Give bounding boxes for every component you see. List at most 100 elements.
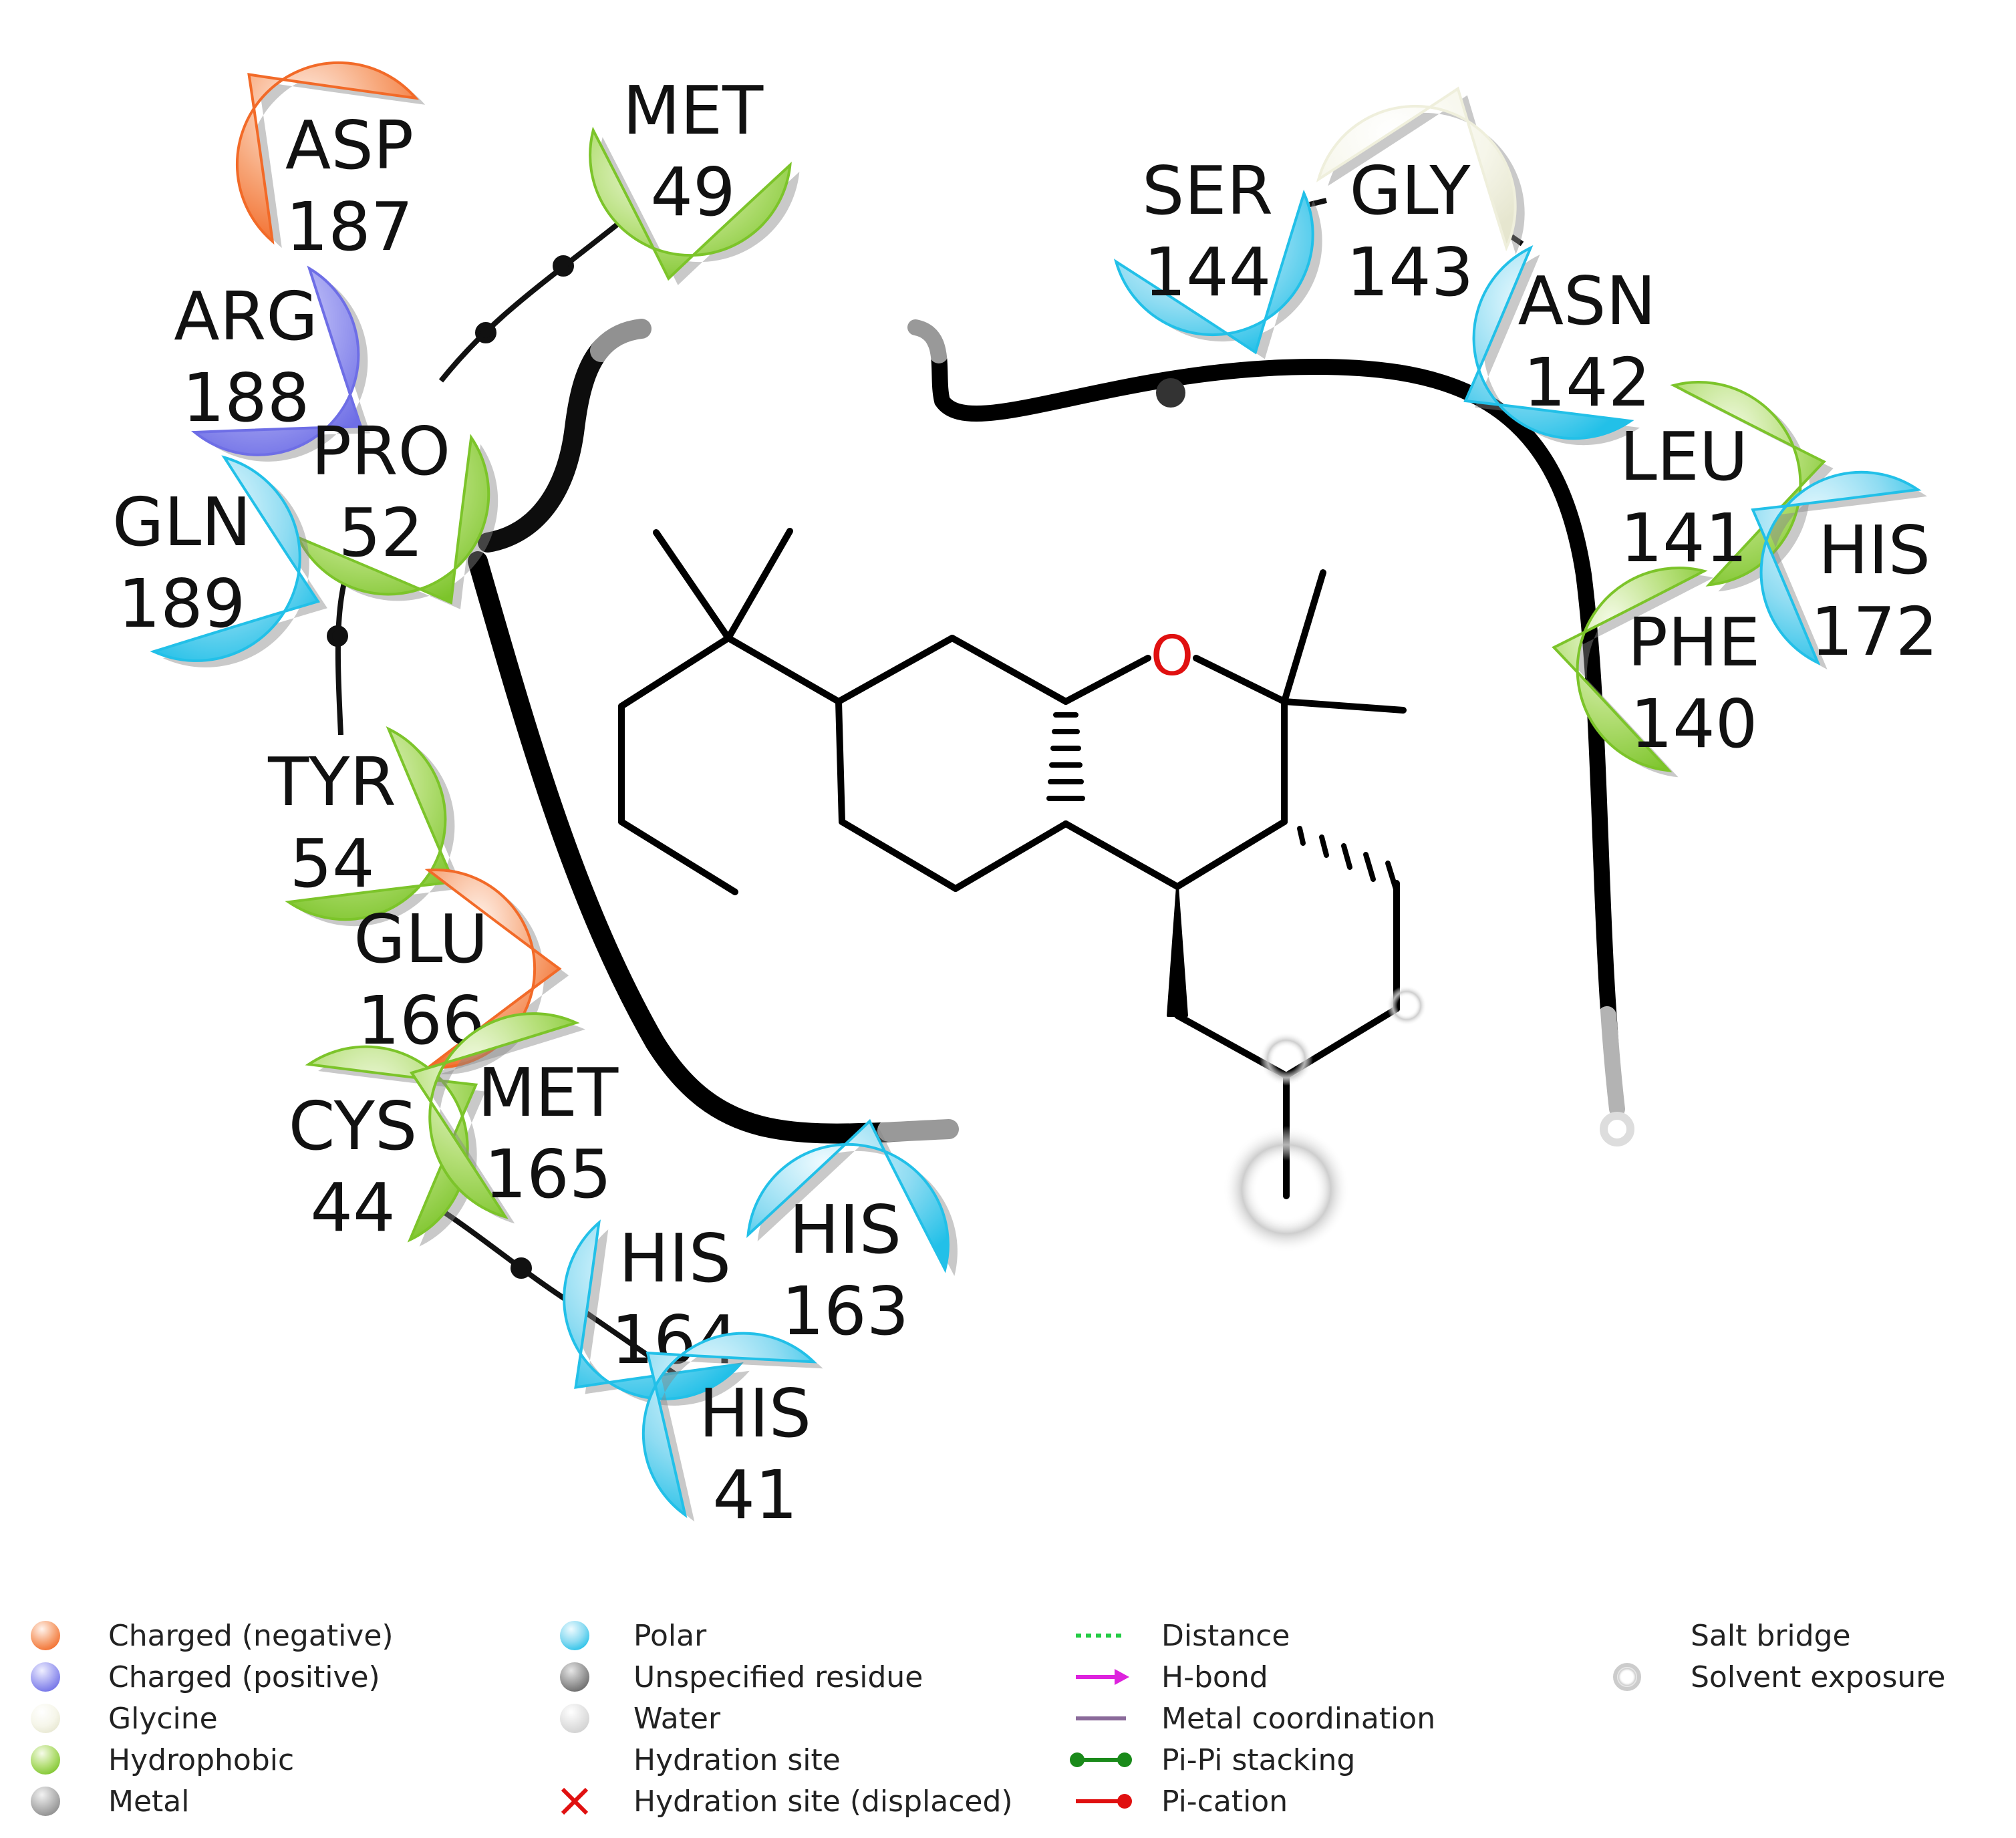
pocket-ribbon-right-fade-top bbox=[906, 318, 948, 363]
legend-label: Hydrophobic bbox=[108, 1743, 294, 1777]
residue-name: ARG bbox=[174, 277, 317, 355]
residue-number: 41 bbox=[712, 1456, 797, 1534]
legend-label: H-bond bbox=[1161, 1660, 1268, 1694]
residue-bubble bbox=[150, 455, 321, 662]
residue-bubble bbox=[1670, 381, 1826, 587]
residue-number: 49 bbox=[650, 153, 735, 231]
bond bbox=[839, 818, 959, 892]
residue-name: HIS bbox=[619, 1219, 731, 1297]
residue-name: PRO bbox=[311, 412, 451, 490]
legend-pication-dot bbox=[1117, 1794, 1132, 1809]
residue-bubble bbox=[746, 1118, 950, 1273]
legend-label: Pi-cation bbox=[1161, 1785, 1288, 1819]
legend-swatch bbox=[560, 1621, 589, 1650]
residue-bubble bbox=[1316, 86, 1517, 252]
bond bbox=[835, 635, 956, 705]
residue-name: LEU bbox=[1620, 418, 1748, 496]
wedge-bond bbox=[1167, 885, 1188, 1017]
residue-number: 187 bbox=[286, 188, 414, 266]
residue-shadow bbox=[1475, 255, 1640, 446]
residue-name: HIS bbox=[699, 1374, 811, 1452]
residue-name: PHE bbox=[1628, 603, 1761, 681]
pocket-ribbon-right-fade-bottom bbox=[1598, 1006, 1626, 1118]
residue-name: MET bbox=[478, 1054, 619, 1132]
residue-shadow bbox=[1683, 389, 1834, 592]
bond bbox=[653, 529, 732, 641]
legend-label: Water bbox=[633, 1702, 721, 1736]
residue-bubble bbox=[305, 1045, 478, 1243]
bond bbox=[949, 635, 1069, 705]
link-ser144-gly143 bbox=[1309, 198, 1327, 207]
link-node bbox=[553, 255, 574, 277]
bond bbox=[835, 698, 845, 825]
legend-swatch bbox=[31, 1662, 60, 1692]
link-met49-pro52 bbox=[438, 208, 637, 383]
residue-name: CYS bbox=[289, 1087, 418, 1165]
legend-label: Metal coordination bbox=[1161, 1702, 1435, 1736]
residue-name: TYR bbox=[267, 743, 396, 821]
legend-swatch bbox=[560, 1662, 589, 1692]
residue-number: 144 bbox=[1144, 233, 1272, 311]
residue-name: SER bbox=[1142, 152, 1273, 230]
legend-swatch bbox=[31, 1704, 60, 1733]
residue-bubble bbox=[1552, 567, 1708, 772]
residue-name: ASP bbox=[285, 106, 414, 184]
pocket-ribbon-left-bottom-fade bbox=[877, 1118, 967, 1142]
pocket-ribbon-right bbox=[907, 319, 1625, 1117]
link-node bbox=[327, 625, 348, 647]
legend-label: Unspecified residue bbox=[633, 1660, 923, 1694]
bond bbox=[618, 818, 738, 895]
legend-pipi-dot bbox=[1117, 1752, 1132, 1767]
bond bbox=[1281, 698, 1407, 714]
bond bbox=[618, 635, 732, 710]
pocket-ribbon-left-top bbox=[478, 319, 652, 553]
ligand bbox=[618, 528, 1407, 1199]
hashed-bond bbox=[1046, 712, 1085, 801]
residue-name: GLU bbox=[353, 900, 488, 978]
pocket-ribbon bbox=[468, 317, 1634, 1146]
residue-bubble bbox=[1751, 470, 1922, 666]
pocket-ribbon-left-top-fade bbox=[590, 317, 653, 362]
residue-number: 189 bbox=[118, 565, 246, 643]
hashed-bond bbox=[1297, 826, 1399, 894]
residue-number: 52 bbox=[338, 494, 423, 572]
solvent-exposure-halo bbox=[1223, 1126, 1350, 1253]
link-gly143-asn142 bbox=[1509, 234, 1524, 247]
solvent-exposure-halo bbox=[1260, 1032, 1313, 1086]
legend-label: Solvent exposure bbox=[1691, 1660, 1946, 1694]
bond bbox=[1281, 569, 1326, 705]
residue-shadow bbox=[599, 137, 800, 285]
residue-bubble bbox=[589, 126, 792, 281]
residue-number: 54 bbox=[289, 824, 374, 903]
link-node bbox=[511, 1257, 532, 1279]
residue-layer: ASP187MET49ARG188PRO52GLN189TYR54GLU166C… bbox=[112, 61, 1938, 1534]
legend-swatch bbox=[31, 1787, 60, 1816]
solvent-marker bbox=[1600, 1112, 1634, 1146]
residue-bubble bbox=[409, 1012, 580, 1219]
residue-number: 163 bbox=[782, 1272, 909, 1350]
legend-label: Distance bbox=[1161, 1619, 1290, 1653]
legend-label: Pi-Pi stacking bbox=[1161, 1743, 1355, 1777]
ribbon-marker bbox=[1156, 378, 1185, 408]
residue-number: 142 bbox=[1524, 343, 1651, 422]
residue-name: HIS bbox=[789, 1191, 901, 1269]
solvent-exposure-halos bbox=[1223, 985, 1427, 1253]
residue-number: 44 bbox=[310, 1169, 395, 1247]
residue-number: 141 bbox=[1620, 499, 1748, 577]
legend-label: Charged (positive) bbox=[108, 1660, 380, 1694]
oxygen-atom-label: O bbox=[1151, 625, 1194, 688]
solvent-exposure-halo bbox=[1387, 985, 1427, 1026]
legend-label: Polar bbox=[633, 1619, 707, 1653]
residue-bubble bbox=[191, 265, 363, 456]
bond bbox=[725, 635, 842, 705]
